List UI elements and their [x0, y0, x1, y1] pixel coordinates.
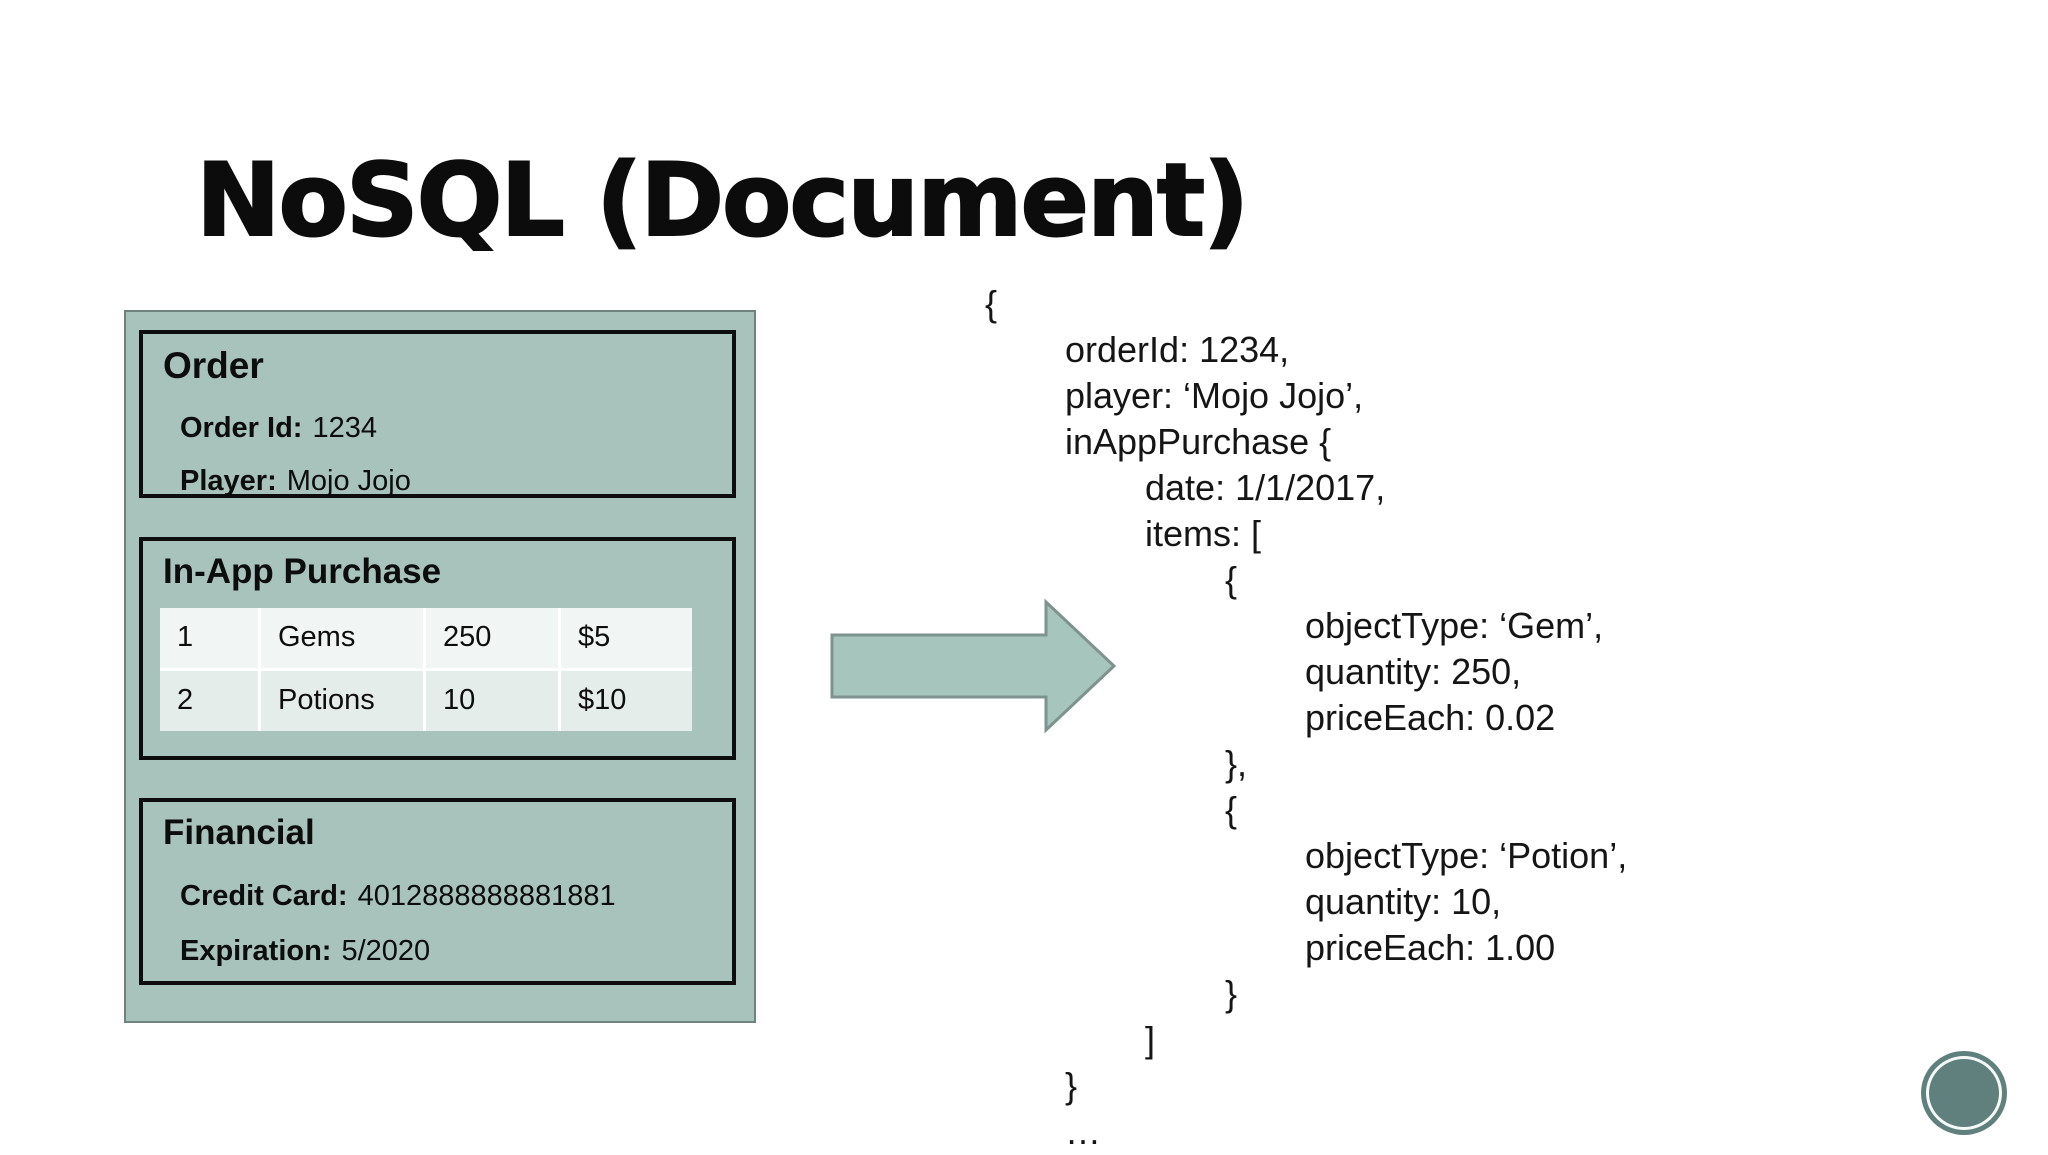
relational-record-panel: Order Order Id: 1234 Player: Mojo Jojo In-… — [124, 310, 756, 1023]
order-id-field: Order Id: 1234 — [180, 411, 732, 445]
stamp-ring — [1926, 1056, 2002, 1130]
table-cell: $5 — [561, 607, 692, 668]
right-arrow-icon — [830, 598, 1120, 738]
table-cell: $10 — [561, 670, 692, 731]
table-cell: 250 — [426, 607, 558, 668]
order-box-title: Order — [163, 345, 264, 386]
player-label: Player: — [180, 464, 277, 497]
player-value: Mojo Jojo — [286, 464, 411, 497]
teal-stamp-icon — [1921, 1051, 2007, 1135]
player-field: Player: Mojo Jojo — [180, 464, 732, 498]
table-cell: Gems — [261, 607, 423, 668]
expiration-value: 5/2020 — [341, 935, 431, 968]
purchase-table: 1 Gems 250 $5 2 Potions 10 $10 — [160, 607, 692, 731]
table-cell: Potions — [261, 670, 423, 731]
table-cell: 10 — [426, 670, 558, 731]
expiration-label: Expiration: — [180, 935, 332, 968]
in-app-purchase-title: In-App Purchase — [163, 552, 442, 591]
in-app-purchase-box: In-App Purchase 1 Gems 250 $5 2 Potions … — [139, 537, 736, 760]
order-id-value: 1234 — [312, 411, 377, 444]
financial-box-title: Financial — [163, 813, 315, 852]
order-box: Order Order Id: 1234 Player: Mojo Jojo — [139, 330, 736, 498]
financial-box: Financial Credit Card: 4012888888881881 E… — [139, 798, 736, 985]
credit-card-value: 4012888888881881 — [357, 879, 616, 912]
credit-card-field: Credit Card: 4012888888881881 — [180, 879, 732, 913]
expiration-field: Expiration: 5/2020 — [180, 935, 732, 968]
page-title: NoSQL (Document) — [195, 141, 1250, 259]
credit-card-label: Credit Card: — [180, 879, 348, 912]
table-cell: 1 — [160, 607, 258, 668]
json-document-text: { orderId: 1234, player: ‘Mojo Jojo’, in… — [985, 283, 1628, 1152]
order-id-label: Order Id: — [180, 411, 303, 444]
table-cell: 2 — [160, 670, 258, 731]
